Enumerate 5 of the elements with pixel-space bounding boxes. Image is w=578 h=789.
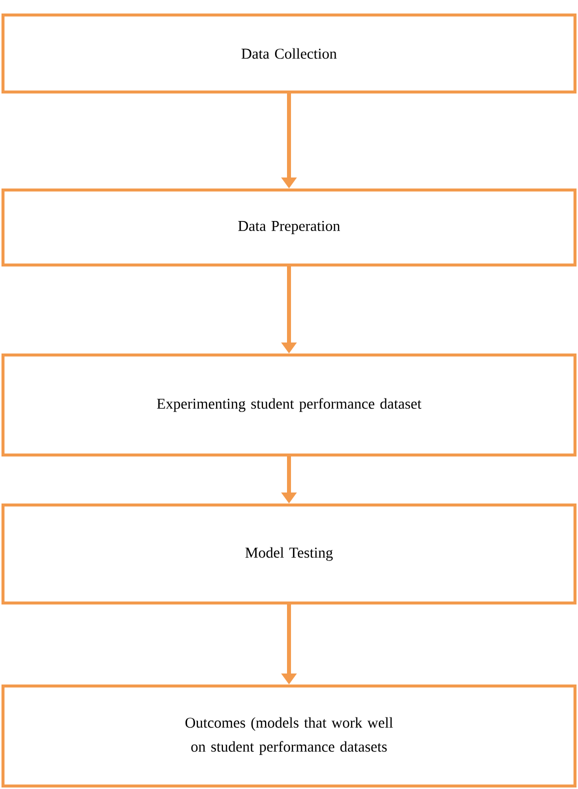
process-box: Experimenting student performance dataset: [2, 354, 576, 456]
process-box: Model Testing: [2, 504, 576, 604]
process-box: Data Preperation: [2, 188, 576, 266]
process-box: Data Collection: [2, 14, 576, 94]
process-box: Outcomes (models that work well on student performance datasets: [2, 684, 576, 788]
